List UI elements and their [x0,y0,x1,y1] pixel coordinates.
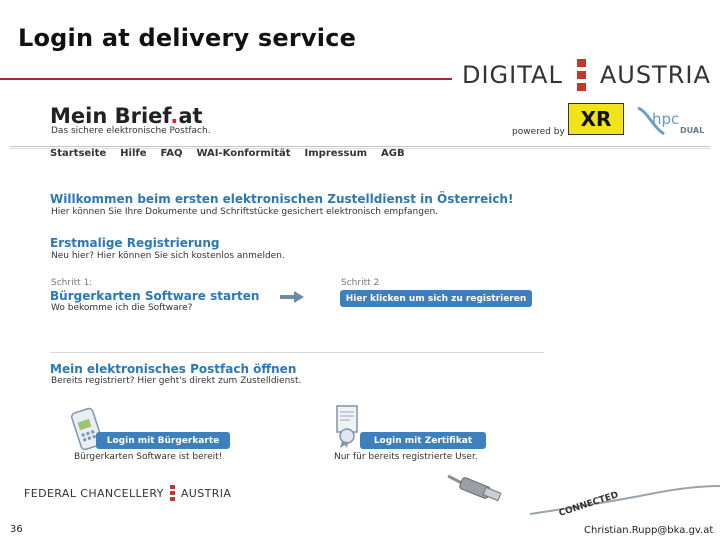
arrow-right-icon [280,291,304,303]
software-help-link[interactable]: Wo bekomme ich die Software? [51,303,193,313]
login-buergerkarte-button[interactable]: Login mit Bürgerkarte [96,432,230,449]
certificate-note: Nur für bereits registrierte User. [334,452,478,462]
postfach-heading: Mein elektronisches Postfach öffnen [50,362,297,376]
austria-flag-small-icon [169,485,175,501]
card-note: Bürgerkarten Software ist bereit! [74,452,223,462]
site-header-divider-shadow [10,148,710,149]
contact-email: Christian.Rupp@bka.gv.at [584,525,714,536]
austria-flag-icon [576,59,586,91]
nav-item-faq[interactable]: FAQ [160,148,183,159]
site-tagline: Das sichere elektronische Postfach. [51,126,211,136]
welcome-heading: Willkommen beim ersten elektronischen Zu… [50,192,514,206]
registration-heading: Erstmalige Registrierung [50,236,220,250]
digital-austria-logo: DIGITAL AUSTRIA [462,58,711,92]
connected-label: CONNECTED [558,490,620,519]
nav-item-impressum[interactable]: Impressum [304,148,367,159]
federal-chancellery-logo-right: AUSTRIA [180,486,232,500]
page-number: 36 [10,524,23,535]
step1-label: Schritt 1: [51,278,93,288]
certificate-icon [336,405,358,448]
mein-brief-logo-main: Mein Brief [50,104,171,128]
title-divider [0,78,452,80]
registration-text: Neu hier? Hier können Sie sich kostenlos… [51,251,285,261]
hpc-dual-logo: hpc DUAL [637,106,704,136]
welcome-text: Hier können Sie Ihre Dokumente und Schri… [51,207,439,217]
nav-item-agb[interactable]: AGB [381,148,405,159]
raiffeisen-logo: XR [568,103,624,135]
site-header-divider [10,146,710,147]
slide-title: Login at delivery service [18,24,357,52]
nav-item-wai[interactable]: WAI-Konformität [196,148,291,159]
login-zertifikat-button[interactable]: Login mit Zertifikat [360,432,486,449]
hpc-logo-text: hpc [652,110,679,128]
digital-austria-logo-left: DIGITAL [462,61,563,89]
digital-austria-logo-right: AUSTRIA [599,61,711,89]
hpc-logo-sub: DUAL [680,126,704,135]
federal-chancellery-logo-left: FEDERAL CHANCELLERY [24,486,164,500]
nav-item-startseite[interactable]: Startseite [50,148,107,159]
powered-by-label: powered by [512,127,565,137]
mein-brief-logo-dot: . [170,104,179,128]
step2-label: Schritt 2 [341,278,380,288]
federal-chancellery-logo: FEDERAL CHANCELLERY AUSTRIA [24,485,231,501]
nav-item-hilfe[interactable]: Hilfe [120,148,147,159]
register-button[interactable]: Hier klicken um sich zu registrieren [340,290,532,307]
postfach-text: Bereits registriert? Hier geht's direkt … [51,376,302,386]
card-reader-icon [70,407,104,451]
mein-brief-logo-tld: at [178,104,203,128]
connected-cable-graphic: CONNECTED [447,474,720,519]
mein-brief-logo[interactable]: Mein Brief.at [50,104,203,128]
site-nav: Startseite Hilfe FAQ WAI-Konformität Imp… [50,148,405,159]
section-divider [50,352,544,353]
step1-link[interactable]: Bürgerkarten Software starten [50,289,260,303]
